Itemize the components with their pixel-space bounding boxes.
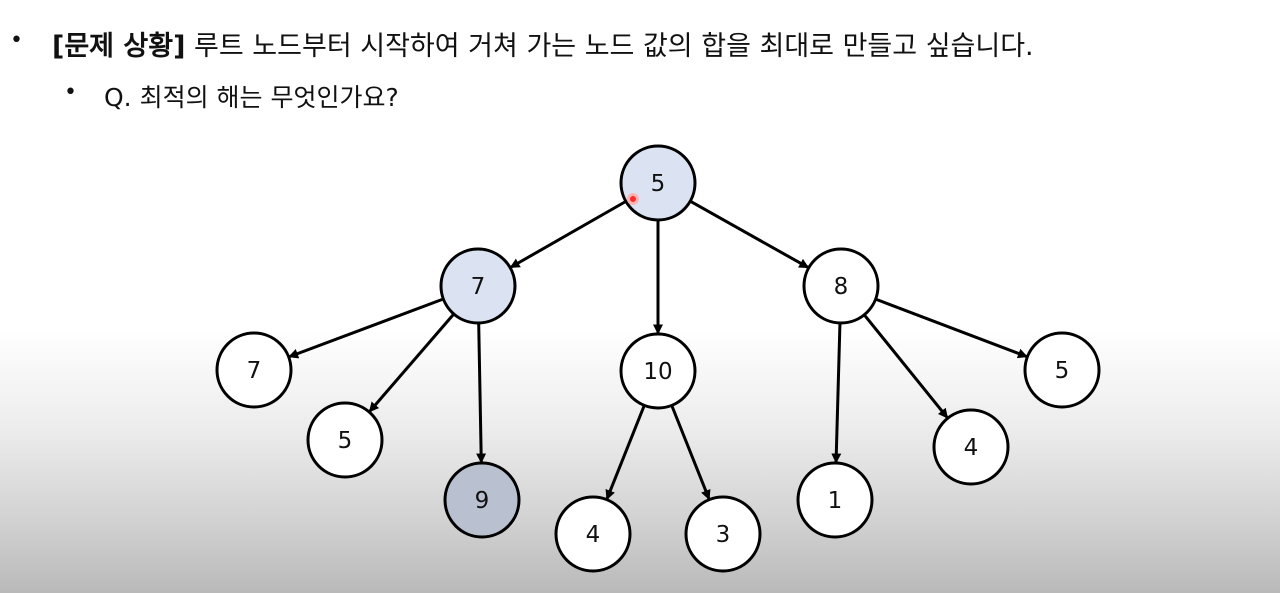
bullet-marker: • [10,28,23,53]
tree-node-label: 4 [964,435,979,461]
tree-edge-n0-n3 [689,199,810,269]
tree-node-circle [802,247,880,325]
tree-edge-n0-n1 [509,200,627,269]
tree-node-n0: 5 [619,144,697,222]
tree-node-circle [1023,331,1101,409]
tree-node-n4: 7 [215,331,293,409]
tree-node-label: 7 [247,358,262,384]
tree-node-circle [215,331,293,409]
tree-node-label: 4 [586,522,601,548]
tree-node-n8: 3 [684,495,762,573]
bullet-marker: • [64,80,77,105]
tree-node-n7: 4 [554,495,632,573]
tree-node-label: 5 [651,171,666,197]
problem-description: 루트 노드부터 시작하여 거쳐 가는 노드 값의 합을 최대로 만들고 싶습니다… [185,31,1034,62]
tree-edge-n1-n6 [476,322,487,464]
tree-node-n2: 10 [619,332,697,410]
tree-node-label: 1 [828,488,843,514]
tree-edge-n3-n10 [863,313,949,419]
tree-node-label: 5 [338,428,353,454]
tree-edge-n1-n4 [288,297,444,359]
tree-node-circle [619,144,697,222]
tree-node-n9: 1 [796,461,874,539]
tree-node-circle [619,332,697,410]
tree-node-n5: 5 [306,401,384,479]
tree-node-circle [554,495,632,573]
tree-node-circle [443,461,521,539]
tree-node-n3: 8 [802,247,880,325]
tree-node-circle [439,247,517,325]
tree-edge-n3-n11 [875,297,1028,359]
tree-node-label: 5 [1055,358,1070,384]
cursor-pointer-icon [627,193,639,205]
problem-text: [문제 상황] 루트 노드부터 시작하여 거쳐 가는 노드 값의 합을 최대로 … [52,24,1034,63]
tree-edge-n3-n9 [831,322,842,464]
tree-node-label: 9 [475,488,490,514]
tree-node-circle [932,408,1010,486]
tree-node-circle [796,461,874,539]
tree-edge-n2-n8 [670,404,711,501]
tree-node-label: 7 [471,274,486,300]
tree-edge-n1-n5 [368,313,455,413]
question-text: Q. 최적의 해는 무엇인가요? [104,83,399,112]
tree-node-label: 8 [834,274,849,300]
tree-node-n6: 9 [443,461,521,539]
tree-node-n10: 4 [932,408,1010,486]
tree-edges [288,199,1028,501]
tree-edge-n2-n7 [605,404,646,501]
problem-heading: [문제 상황] [52,31,186,62]
tree-node-label: 3 [716,522,731,548]
tree-node-circle [306,401,384,479]
tree-node-circle [684,495,762,573]
tree-node-label: 10 [643,359,672,385]
tree-nodes: 5 7 10 8 7 5 9 4 3 1 4 5 [215,144,1101,573]
tree-node-n11: 5 [1023,331,1101,409]
tree-node-n1: 7 [439,247,517,325]
